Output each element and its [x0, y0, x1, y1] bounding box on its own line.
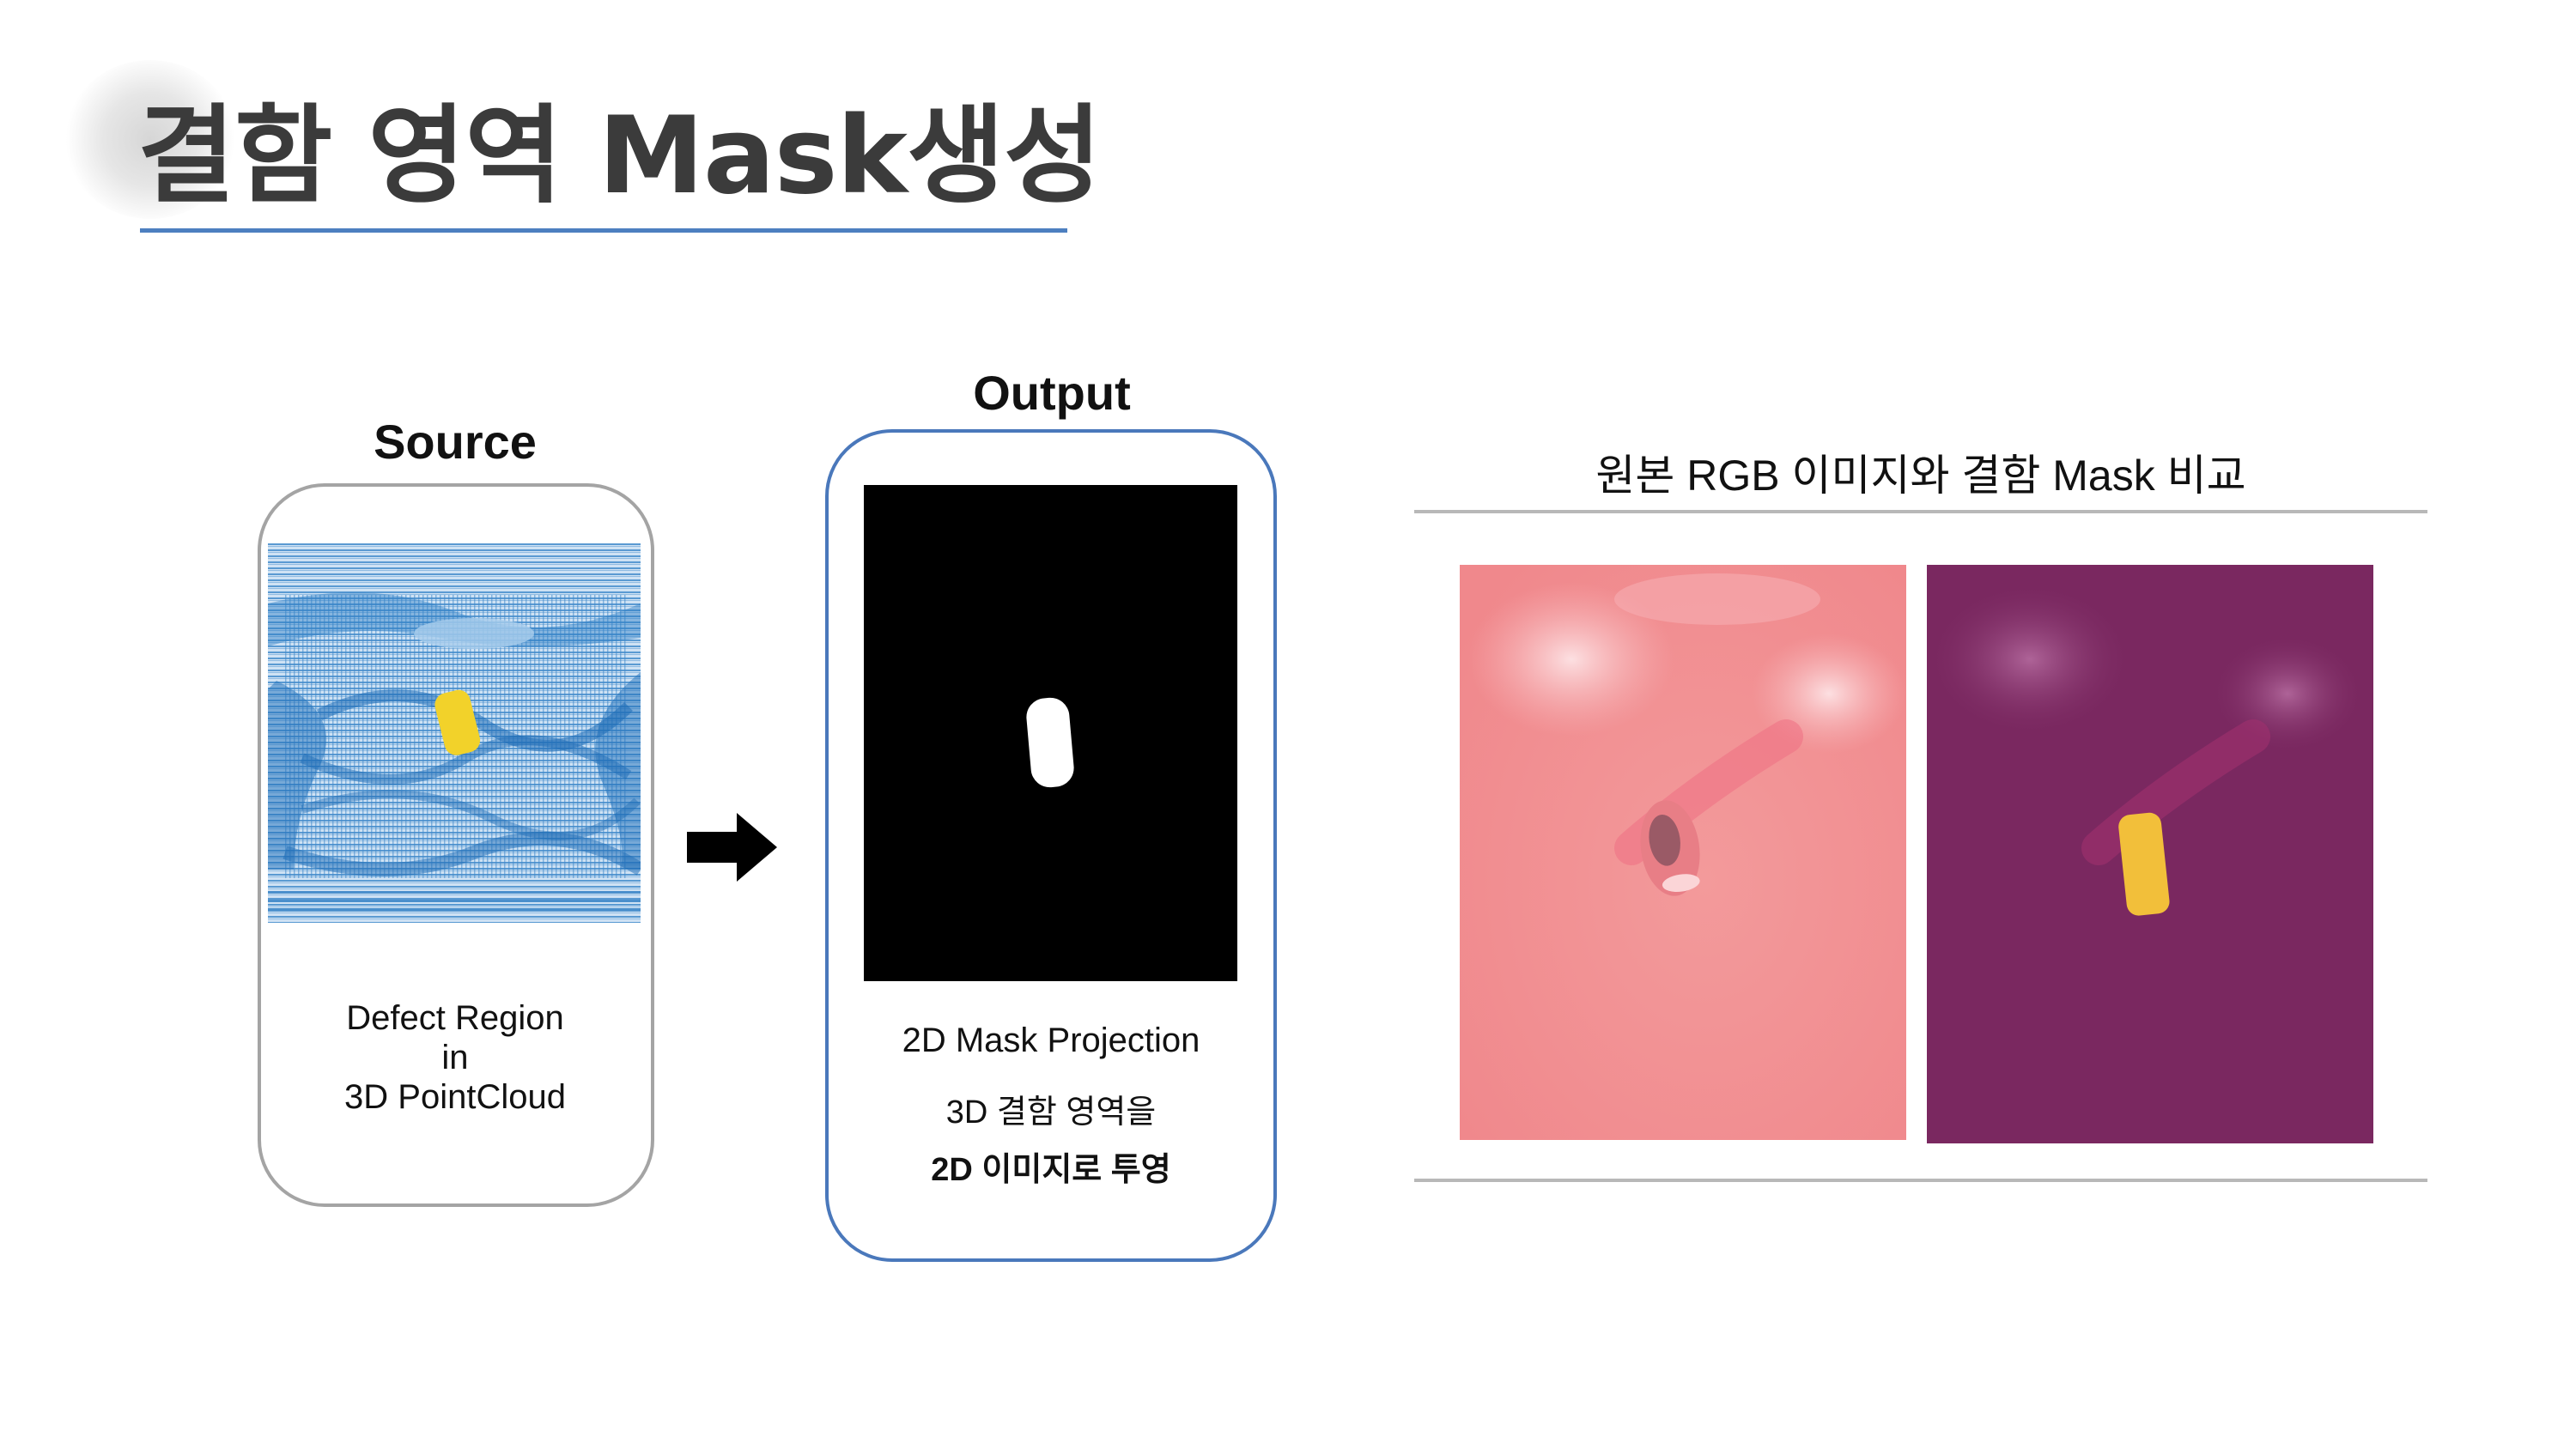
divider — [1414, 1179, 2427, 1182]
source-caption-line: in — [441, 1039, 469, 1076]
mask-overlay — [2118, 812, 2170, 916]
defect-region — [434, 689, 481, 755]
page-title: 결함 영역 Mask생성 — [137, 94, 1102, 218]
divider — [1414, 510, 2427, 513]
mask-blob — [1026, 697, 1074, 788]
source-caption-line: 3D PointCloud — [344, 1078, 566, 1116]
mask-image — [864, 485, 1237, 981]
title-decoration — [64, 60, 236, 219]
mask-overlay-image — [1927, 565, 2373, 1143]
output-heading: Output — [973, 366, 1131, 420]
arrow-right-icon — [687, 813, 777, 882]
source-caption-line: Defect Region — [346, 999, 564, 1037]
output-caption: 2D Mask Projection — [902, 1022, 1200, 1059]
comparison-title: 원본 RGB 이미지와 결함 Mask 비교 — [1595, 452, 2246, 500]
output-description: 3D 결함 영역을 — [945, 1094, 1157, 1131]
defect-dent — [1640, 800, 1700, 896]
pointcloud-graphic — [268, 543, 641, 923]
pointcloud-image — [268, 543, 641, 923]
output-description-bold: 2D 이미지로 투영 — [931, 1152, 1171, 1188]
rgb-image — [1460, 565, 1906, 1140]
title-underline — [140, 228, 1067, 233]
source-caption: Defect Region in 3D PointCloud — [283, 998, 627, 1117]
source-heading: Source — [374, 415, 537, 469]
